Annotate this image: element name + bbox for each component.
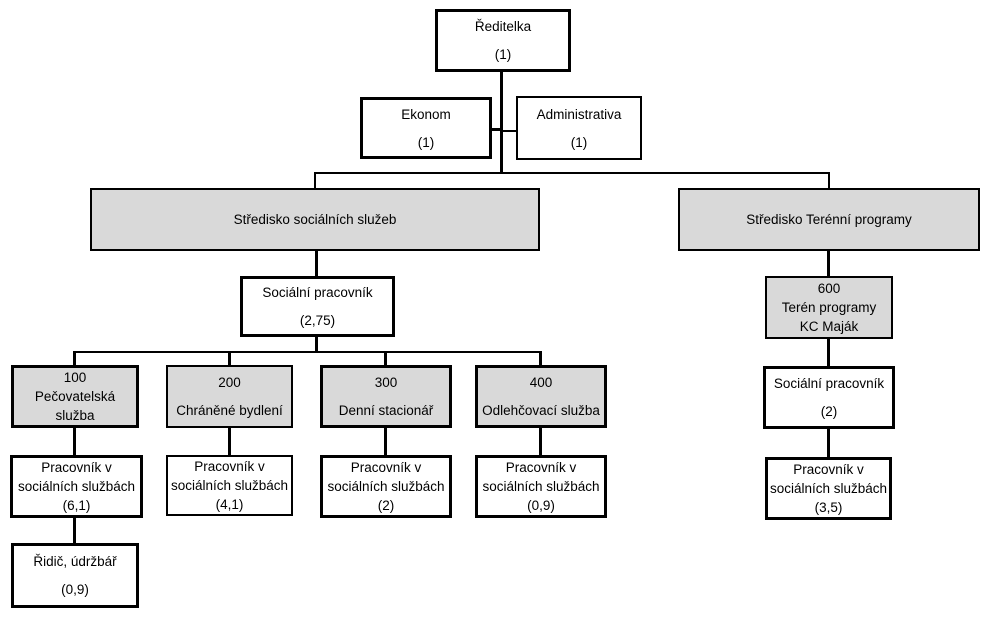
node-label-line: sociálních službách bbox=[482, 479, 600, 494]
connector-drop-stredisko-socialni bbox=[314, 172, 316, 188]
node-reditelka: Ředitelka (1) bbox=[435, 9, 571, 72]
connector-trunk-stredisko-terenni bbox=[827, 250, 830, 276]
node-label-line: (1) bbox=[570, 134, 588, 150]
node-pracovnik-odlehcovaci: Pracovník v sociálních službách (0,9) bbox=[475, 455, 607, 518]
connector-drop-200 bbox=[228, 351, 231, 365]
node-label-line: Středisko Terénní programy bbox=[746, 212, 912, 227]
connector-link-300-pracovnik bbox=[384, 427, 387, 455]
node-label-line: KC Maják bbox=[799, 319, 859, 334]
node-pracovnik-teren: Pracovník v sociálních službách (3,5) bbox=[765, 457, 892, 520]
node-label-line: Ekonom bbox=[401, 106, 451, 122]
node-label-line: Pracovník v bbox=[505, 460, 577, 475]
connector-trunk-stredisko-socialni bbox=[315, 250, 318, 276]
node-label-line: Odlehčovací služba bbox=[482, 403, 600, 418]
node-label-line: Pracovník v bbox=[350, 460, 422, 475]
connector-stub-administrativa bbox=[502, 130, 517, 132]
node-pracovnik-chranene: Pracovník v sociálních službách (4,1) bbox=[166, 455, 293, 516]
connector-drop-400 bbox=[539, 351, 542, 365]
node-label-line: sociálních službách bbox=[17, 479, 136, 494]
connector-trunk-reditelka bbox=[500, 72, 503, 173]
connector-link-600-socialni bbox=[827, 338, 830, 366]
node-label-line: Pracovník v bbox=[41, 460, 112, 475]
node-socialni-pracovnik-teren: Sociální pracovník (2) bbox=[763, 366, 895, 429]
node-label-line: (0,9) bbox=[527, 498, 555, 513]
node-pracovnik-stacionar: Pracovník v sociálních službách (2) bbox=[320, 455, 452, 518]
node-label-line: Sociální pracovník bbox=[773, 376, 885, 391]
node-label-line: 300 bbox=[374, 375, 398, 390]
connector-branch-top bbox=[314, 172, 830, 174]
node-administrativa: Administrativa (1) bbox=[516, 96, 642, 160]
node-label-line: 600 bbox=[817, 281, 841, 296]
connector-branch-mid bbox=[73, 351, 542, 353]
connector-link-200-pracovnik bbox=[228, 427, 231, 455]
node-label-line: Ředitelka bbox=[474, 19, 532, 34]
node-label-line: (2) bbox=[820, 404, 838, 419]
node-label-line: služba bbox=[55, 408, 95, 423]
node-label-line: (2) bbox=[377, 498, 395, 513]
connector-trunk-socialni-pracovnik bbox=[315, 336, 318, 353]
node-ekonom: Ekonom (1) bbox=[360, 97, 492, 159]
connector-drop-stredisko-terenni bbox=[828, 172, 830, 188]
node-label-line: Chráněné bydlení bbox=[176, 403, 283, 418]
node-label-line: (6,1) bbox=[62, 498, 91, 513]
node-label-line: (1) bbox=[494, 47, 512, 62]
node-label-line: sociálních službách bbox=[170, 478, 289, 493]
node-label-line: 200 bbox=[218, 375, 241, 390]
node-socialni-pracovnik-strediska: Sociální pracovník (2,75) bbox=[240, 276, 395, 337]
node-label-line: Pracovník v bbox=[793, 462, 864, 477]
node-label-line: Administrativa bbox=[536, 106, 622, 122]
node-label-line: Sociální pracovník bbox=[262, 285, 373, 300]
node-label-line: Řidič, údržbář bbox=[33, 554, 117, 569]
node-label-line: (3,5) bbox=[814, 500, 843, 515]
node-label-line: (2,75) bbox=[299, 313, 336, 328]
connector-link-100-pracovnik bbox=[73, 427, 76, 455]
node-label-line: 400 bbox=[529, 375, 553, 390]
node-label-line: Pečovatelská bbox=[34, 389, 116, 404]
node-label-line: Denní stacionář bbox=[338, 403, 434, 418]
node-label-line: sociálních službách bbox=[327, 479, 445, 494]
connector-link-socialni-pracovnik35 bbox=[827, 428, 830, 457]
node-label-line: (1) bbox=[417, 134, 435, 150]
node-label-line: (0,9) bbox=[61, 582, 89, 597]
node-label-line: Terén programy bbox=[781, 300, 877, 315]
connector-drop-100 bbox=[73, 351, 76, 365]
connector-stub-ekonom bbox=[490, 128, 502, 131]
node-label-line: Středisko sociálních služeb bbox=[233, 212, 397, 227]
node-ridic-udrzbar: Řidič, údržbář (0,9) bbox=[11, 543, 139, 608]
connector-drop-300 bbox=[384, 351, 387, 365]
connector-link-400-pracovnik bbox=[539, 427, 542, 455]
node-label-line: 100 bbox=[63, 370, 87, 385]
node-stredisko-terenni-programy: Středisko Terénní programy bbox=[678, 188, 980, 251]
node-pracovnik-pecovatelska: Pracovník v sociálních službách (6,1) bbox=[10, 455, 143, 518]
node-label-line: (4,1) bbox=[215, 497, 244, 512]
connector-link-pracovnik-ridic bbox=[73, 517, 76, 543]
node-stredisko-socialnich-sluzeb: Středisko sociálních služeb bbox=[90, 188, 540, 251]
node-label-line: sociálních službách bbox=[769, 481, 888, 496]
node-label-line: Pracovník v bbox=[194, 459, 265, 474]
